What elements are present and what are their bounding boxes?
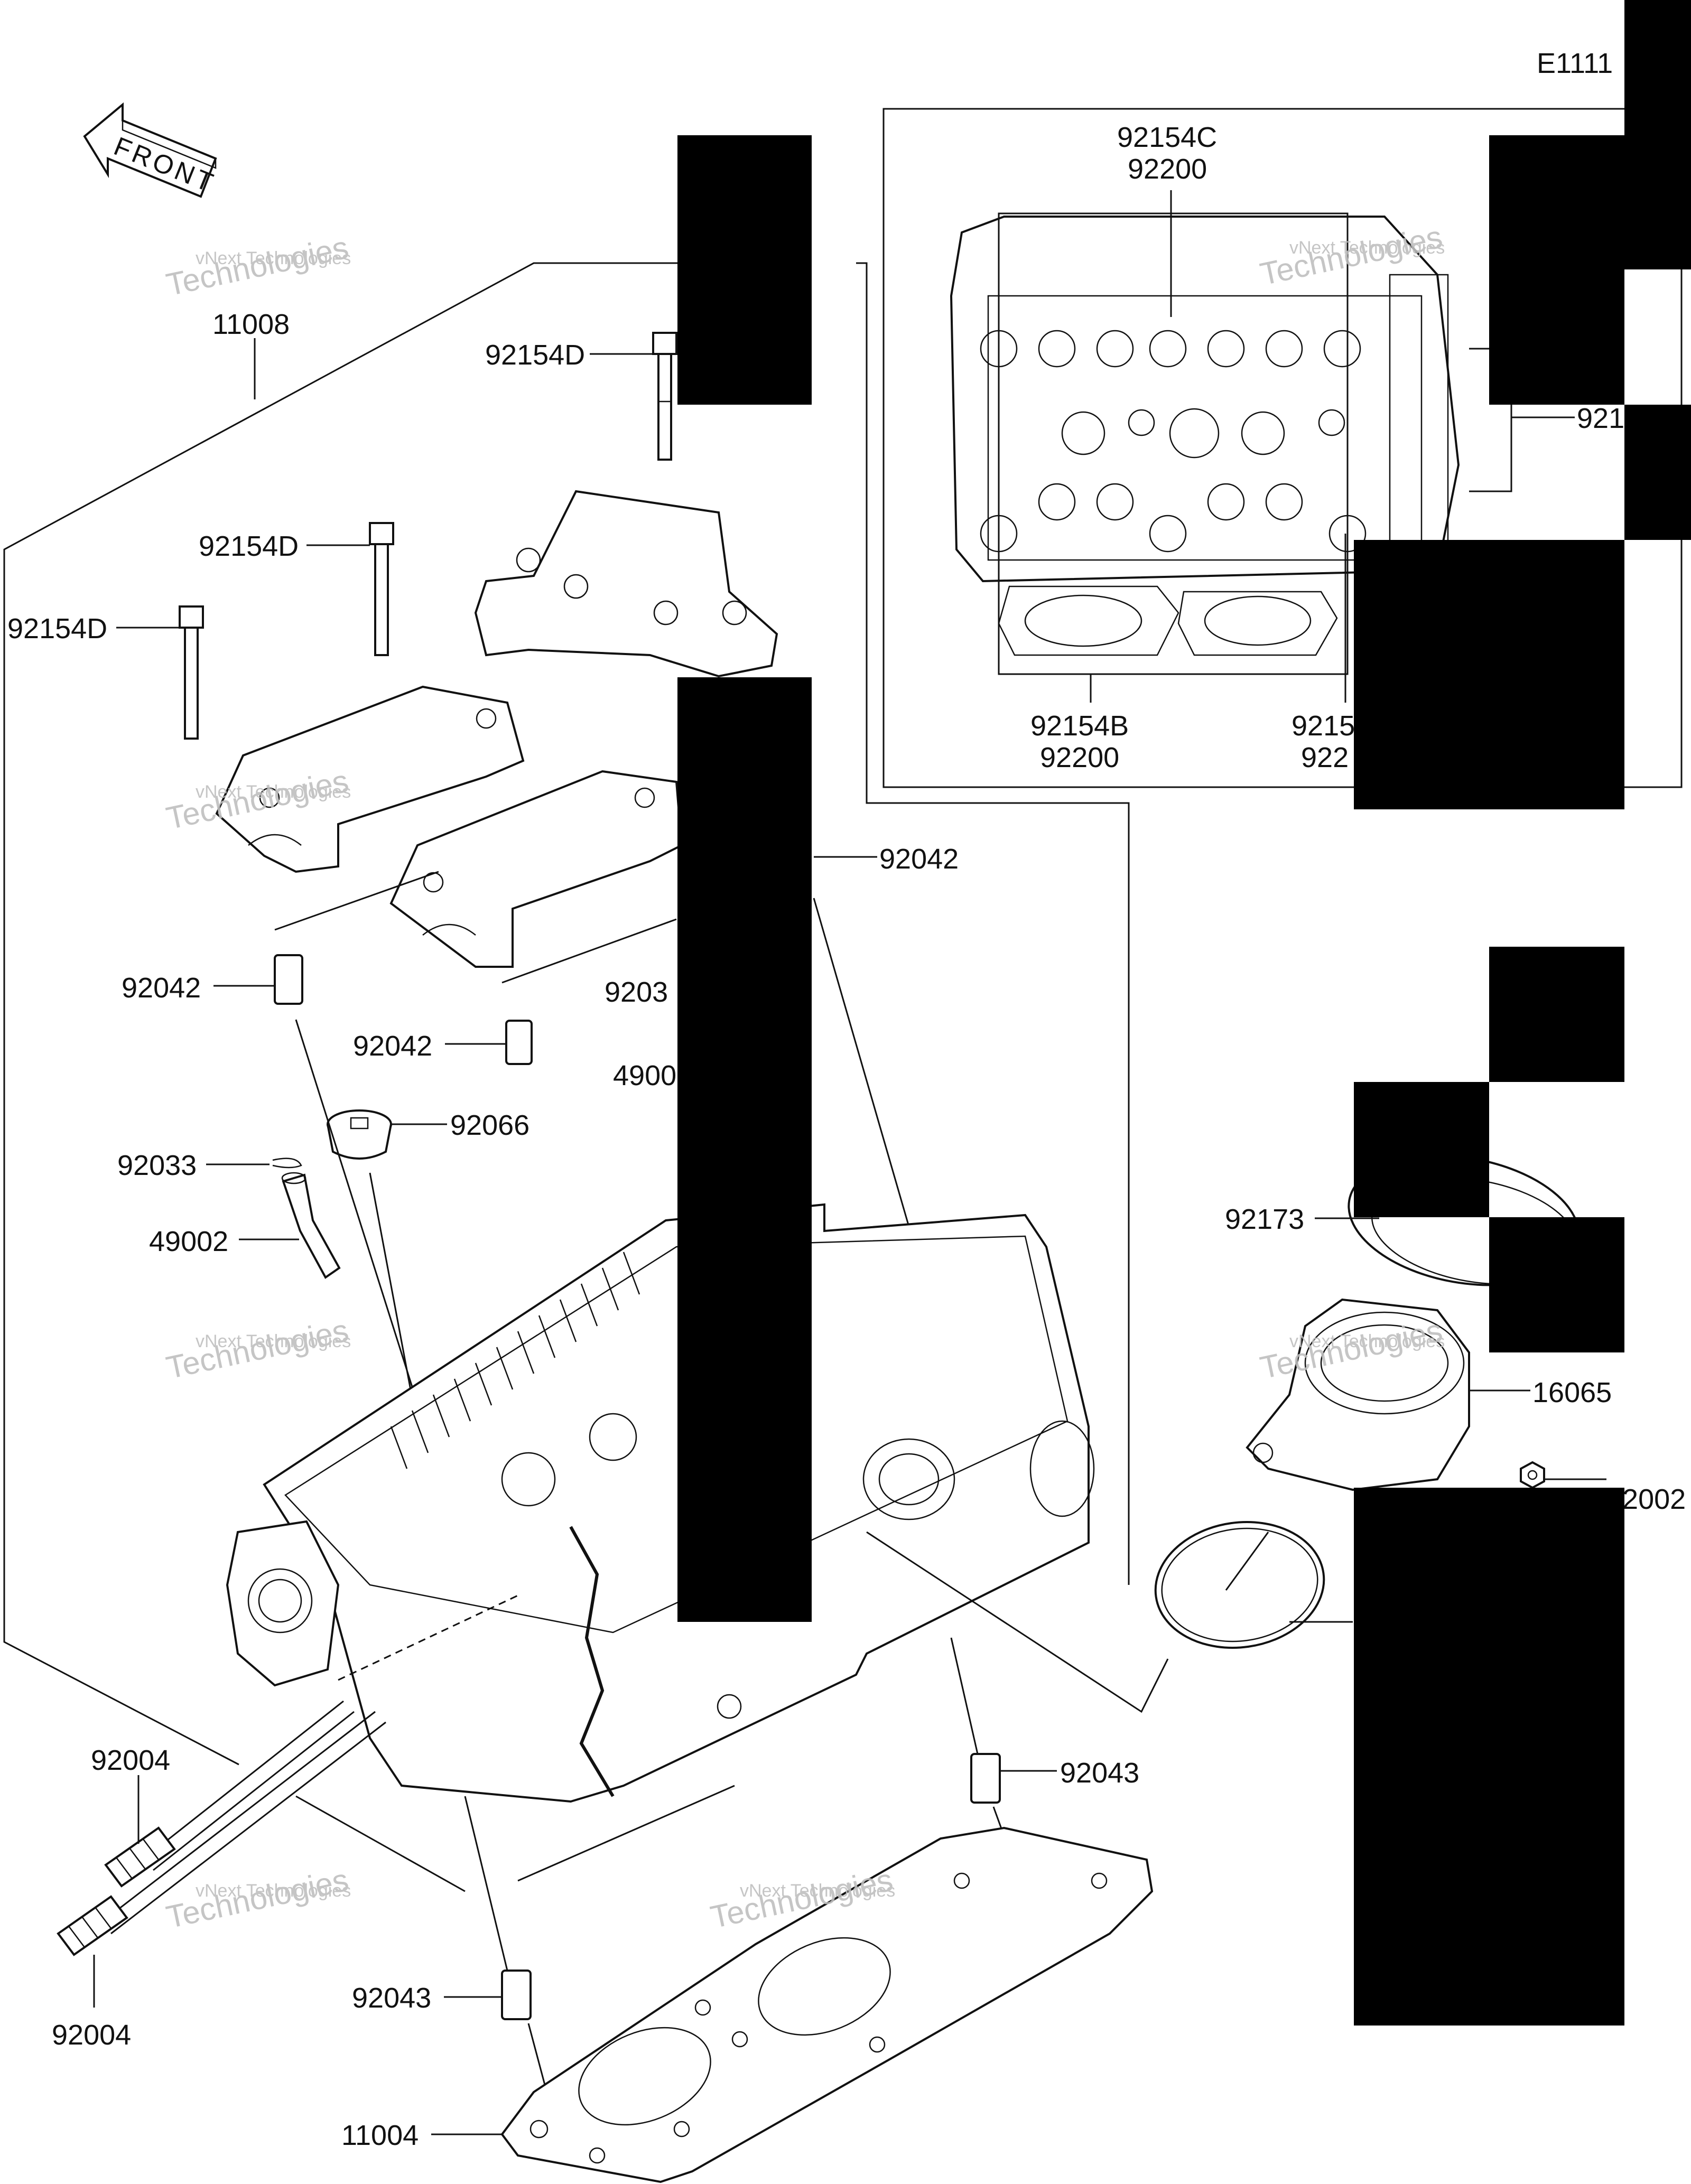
watermark-line2: Technologies bbox=[163, 1862, 352, 1935]
bolt-92154D-b bbox=[369, 522, 394, 656]
valve-guide-49002 bbox=[281, 1172, 341, 1279]
stud-92004-lower bbox=[57, 1711, 386, 1956]
head-gasket-11004 bbox=[500, 1826, 1154, 2183]
watermark-line1: vNext Technologies bbox=[196, 1331, 351, 1351]
redaction-block bbox=[1489, 1217, 1624, 1352]
watermark-line1: vNext Technologies bbox=[740, 1881, 895, 1901]
leader-cap-bracket-right bbox=[501, 918, 677, 984]
front-arrow-icon: FRONT bbox=[83, 102, 220, 199]
redaction-block bbox=[1489, 135, 1624, 405]
camshaft-cap-right bbox=[389, 770, 683, 968]
clip-92033 bbox=[272, 1158, 302, 1169]
redaction-block bbox=[1624, 0, 1691, 269]
throttle-holder-16065 bbox=[1246, 1298, 1470, 1491]
assembly-outline-11008 bbox=[3, 262, 681, 1766]
label-92173: 92173 bbox=[1225, 1203, 1304, 1235]
label-92154D-a: 92154D bbox=[485, 339, 585, 371]
redaction-block bbox=[1624, 405, 1691, 540]
redaction-block bbox=[677, 677, 812, 1622]
redaction-block bbox=[1489, 947, 1624, 1082]
label-92004-top: 92004 bbox=[91, 1744, 170, 1776]
dowel-pin-92042-b bbox=[505, 1020, 533, 1065]
label-9215-partial: 9215 bbox=[1292, 710, 1355, 742]
inset-head-top-view bbox=[950, 216, 1460, 656]
o-ring bbox=[1154, 1521, 1325, 1649]
leader-head-to-holder bbox=[866, 1531, 1169, 1713]
dowel-pin-92042-a bbox=[274, 954, 303, 1005]
leader-plug-to-head bbox=[369, 1172, 419, 1427]
label-92154D-c: 92154D bbox=[7, 613, 107, 645]
label-92043-right: 92043 bbox=[1060, 1757, 1139, 1789]
stud-92004-upper bbox=[104, 1700, 355, 1888]
redaction-block bbox=[1354, 540, 1624, 809]
watermark-line1: vNext Technologies bbox=[196, 782, 351, 802]
label-92200-bottom: 92200 bbox=[1040, 742, 1119, 773]
camshaft-holder-upper bbox=[474, 490, 778, 678]
dowel-pin-92043-right bbox=[970, 1753, 1001, 1804]
label-92200-top: 92200 bbox=[1128, 153, 1207, 185]
redaction-block bbox=[1354, 1082, 1489, 1217]
label-92154B: 92154B bbox=[1030, 710, 1129, 742]
nut-92002 bbox=[1520, 1461, 1545, 1489]
diagram-code: E1111 bbox=[1537, 48, 1613, 79]
bolt-92154D-c bbox=[179, 605, 204, 740]
leader-stud-bracket-b bbox=[517, 1785, 735, 1882]
watermark-line1: vNext Technologies bbox=[196, 248, 351, 268]
label-92042-c: 92042 bbox=[879, 843, 959, 875]
cylinder-head bbox=[226, 1203, 1095, 1803]
redaction-block bbox=[677, 135, 812, 405]
label-92154D-b: 92154D bbox=[199, 530, 299, 562]
label-922-partial: 922 bbox=[1301, 742, 1349, 773]
label-9203-partial: 9203 bbox=[605, 976, 668, 1008]
watermark-line1: vNext Technologies bbox=[196, 1881, 351, 1901]
camshaft-cap-left bbox=[215, 685, 525, 873]
leader-92043-right-up bbox=[950, 1637, 979, 1754]
label-92043-left: 92043 bbox=[352, 1982, 431, 2014]
assembly-outline-right bbox=[856, 262, 1130, 1585]
label-92154C: 92154C bbox=[1117, 122, 1217, 153]
watermark-line1: vNext Technologies bbox=[1289, 1331, 1445, 1351]
label-11004: 11004 bbox=[341, 2120, 419, 2151]
watermark-line2: Technologies bbox=[163, 229, 352, 302]
watermark-line1: vNext Technologies bbox=[1289, 238, 1445, 258]
leader-cap-bracket-left bbox=[274, 871, 439, 931]
leader-stud-bracket-a bbox=[295, 1795, 466, 1892]
label-92042-a: 92042 bbox=[122, 972, 201, 1004]
leader-o-ring-inner bbox=[1225, 1532, 1269, 1591]
dowel-pin-92043-left bbox=[501, 1970, 532, 2020]
label-4900-partial: 4900 bbox=[613, 1060, 676, 1091]
leader-92043-left-up bbox=[464, 1796, 508, 1971]
label-11008: 11008 bbox=[212, 309, 290, 340]
label-92033: 92033 bbox=[117, 1150, 197, 1181]
label-921-partial: 921 bbox=[1577, 403, 1624, 434]
bolt-92154D-a bbox=[652, 332, 677, 461]
redaction-block bbox=[1354, 1488, 1624, 2026]
watermark-line2: Technologies bbox=[163, 1312, 352, 1385]
inset-callout-box bbox=[998, 212, 1349, 675]
label-16065: 16065 bbox=[1532, 1377, 1612, 1408]
redaction-blocks bbox=[677, 0, 1691, 2026]
label-92004-bottom: 92004 bbox=[52, 2019, 131, 2051]
label-49002: 49002 bbox=[149, 1226, 228, 1257]
label-92042-b: 92042 bbox=[353, 1030, 432, 1062]
label-92066: 92066 bbox=[450, 1109, 529, 1141]
